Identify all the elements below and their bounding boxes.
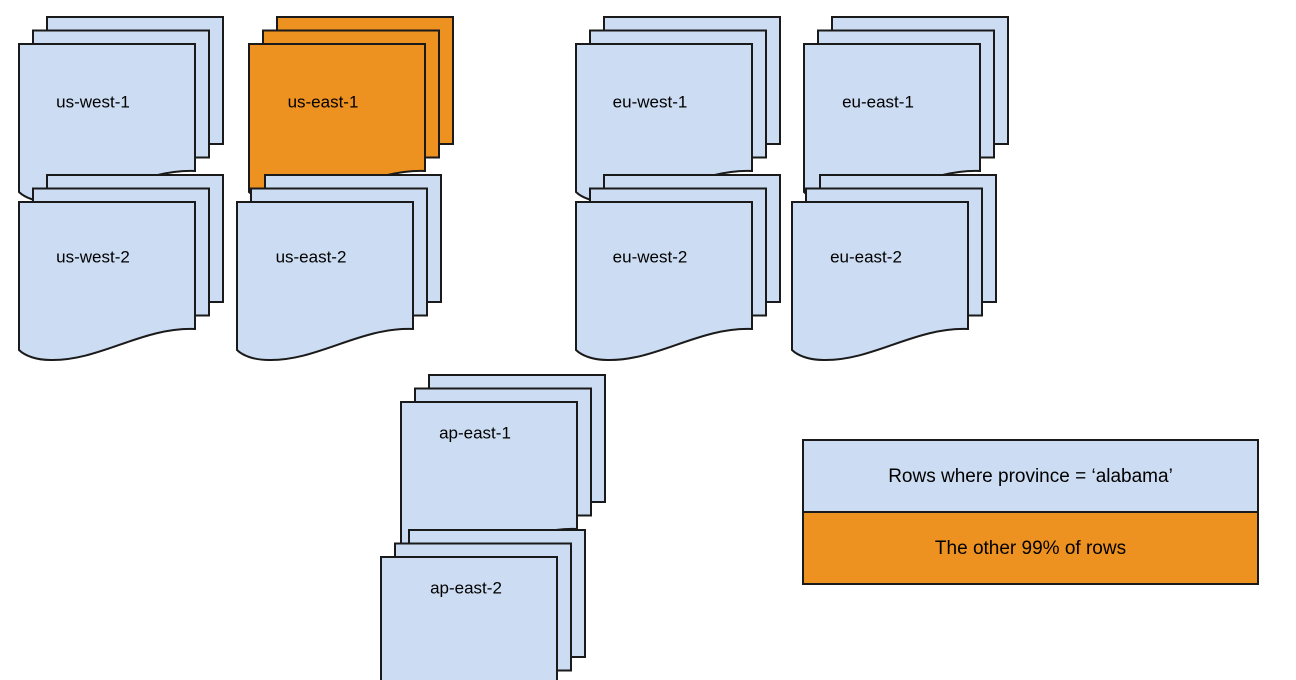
region-stack-us-west-1[interactable]: us-west-1: [18, 16, 224, 204]
region-label-ap-east-1: ap-east-1: [439, 423, 511, 442]
region-stack-sheet-front: [575, 201, 753, 362]
region-label-us-west-1: us-west-1: [56, 92, 130, 111]
region-stacks-layer: us-west-1 us-east-1 eu-west-1 eu-east-1 us-w…: [18, 16, 1009, 680]
region-stack-ap-east-1[interactable]: ap-east-1: [400, 374, 606, 562]
legend-label-legend-row-other: The other 99% of rows: [935, 538, 1126, 559]
region-stack-us-east-2[interactable]: us-east-2: [236, 174, 442, 362]
legend-swatch-legend-row-other: [802, 511, 1259, 585]
region-label-us-east-2: us-east-2: [276, 247, 347, 266]
region-stack-ap-east-2[interactable]: ap-east-2: [380, 529, 586, 680]
region-label-eu-east-2: eu-east-2: [830, 247, 902, 266]
region-stack-sheet-front: [380, 556, 558, 680]
region-stack-eu-east-2[interactable]: eu-east-2: [791, 174, 997, 362]
region-stack-eu-west-2[interactable]: eu-west-2: [575, 174, 781, 362]
legend-layer: Rows where province = ‘alabama’ The other…: [802, 439, 1259, 585]
legend-swatch-legend-row-alabama: [802, 439, 1259, 513]
region-stack-sheet-front: [791, 201, 969, 362]
region-stack-sheet-front: [236, 201, 414, 362]
region-stack-eu-west-1[interactable]: eu-west-1: [575, 16, 781, 204]
region-label-us-west-2: us-west-2: [56, 247, 130, 266]
region-label-us-east-1: us-east-1: [288, 92, 359, 111]
region-label-eu-west-1: eu-west-1: [613, 92, 688, 111]
region-label-eu-west-2: eu-west-2: [613, 247, 688, 266]
region-label-eu-east-1: eu-east-1: [842, 92, 914, 111]
region-label-ap-east-2: ap-east-2: [430, 578, 502, 597]
region-stack-us-west-2[interactable]: us-west-2: [18, 174, 224, 362]
region-stack-sheet-front: [18, 201, 196, 362]
legend-label-legend-row-alabama: Rows where province = ‘alabama’: [888, 466, 1173, 487]
region-stack-eu-east-1[interactable]: eu-east-1: [803, 16, 1009, 204]
region-stack-us-east-1[interactable]: us-east-1: [248, 16, 454, 204]
